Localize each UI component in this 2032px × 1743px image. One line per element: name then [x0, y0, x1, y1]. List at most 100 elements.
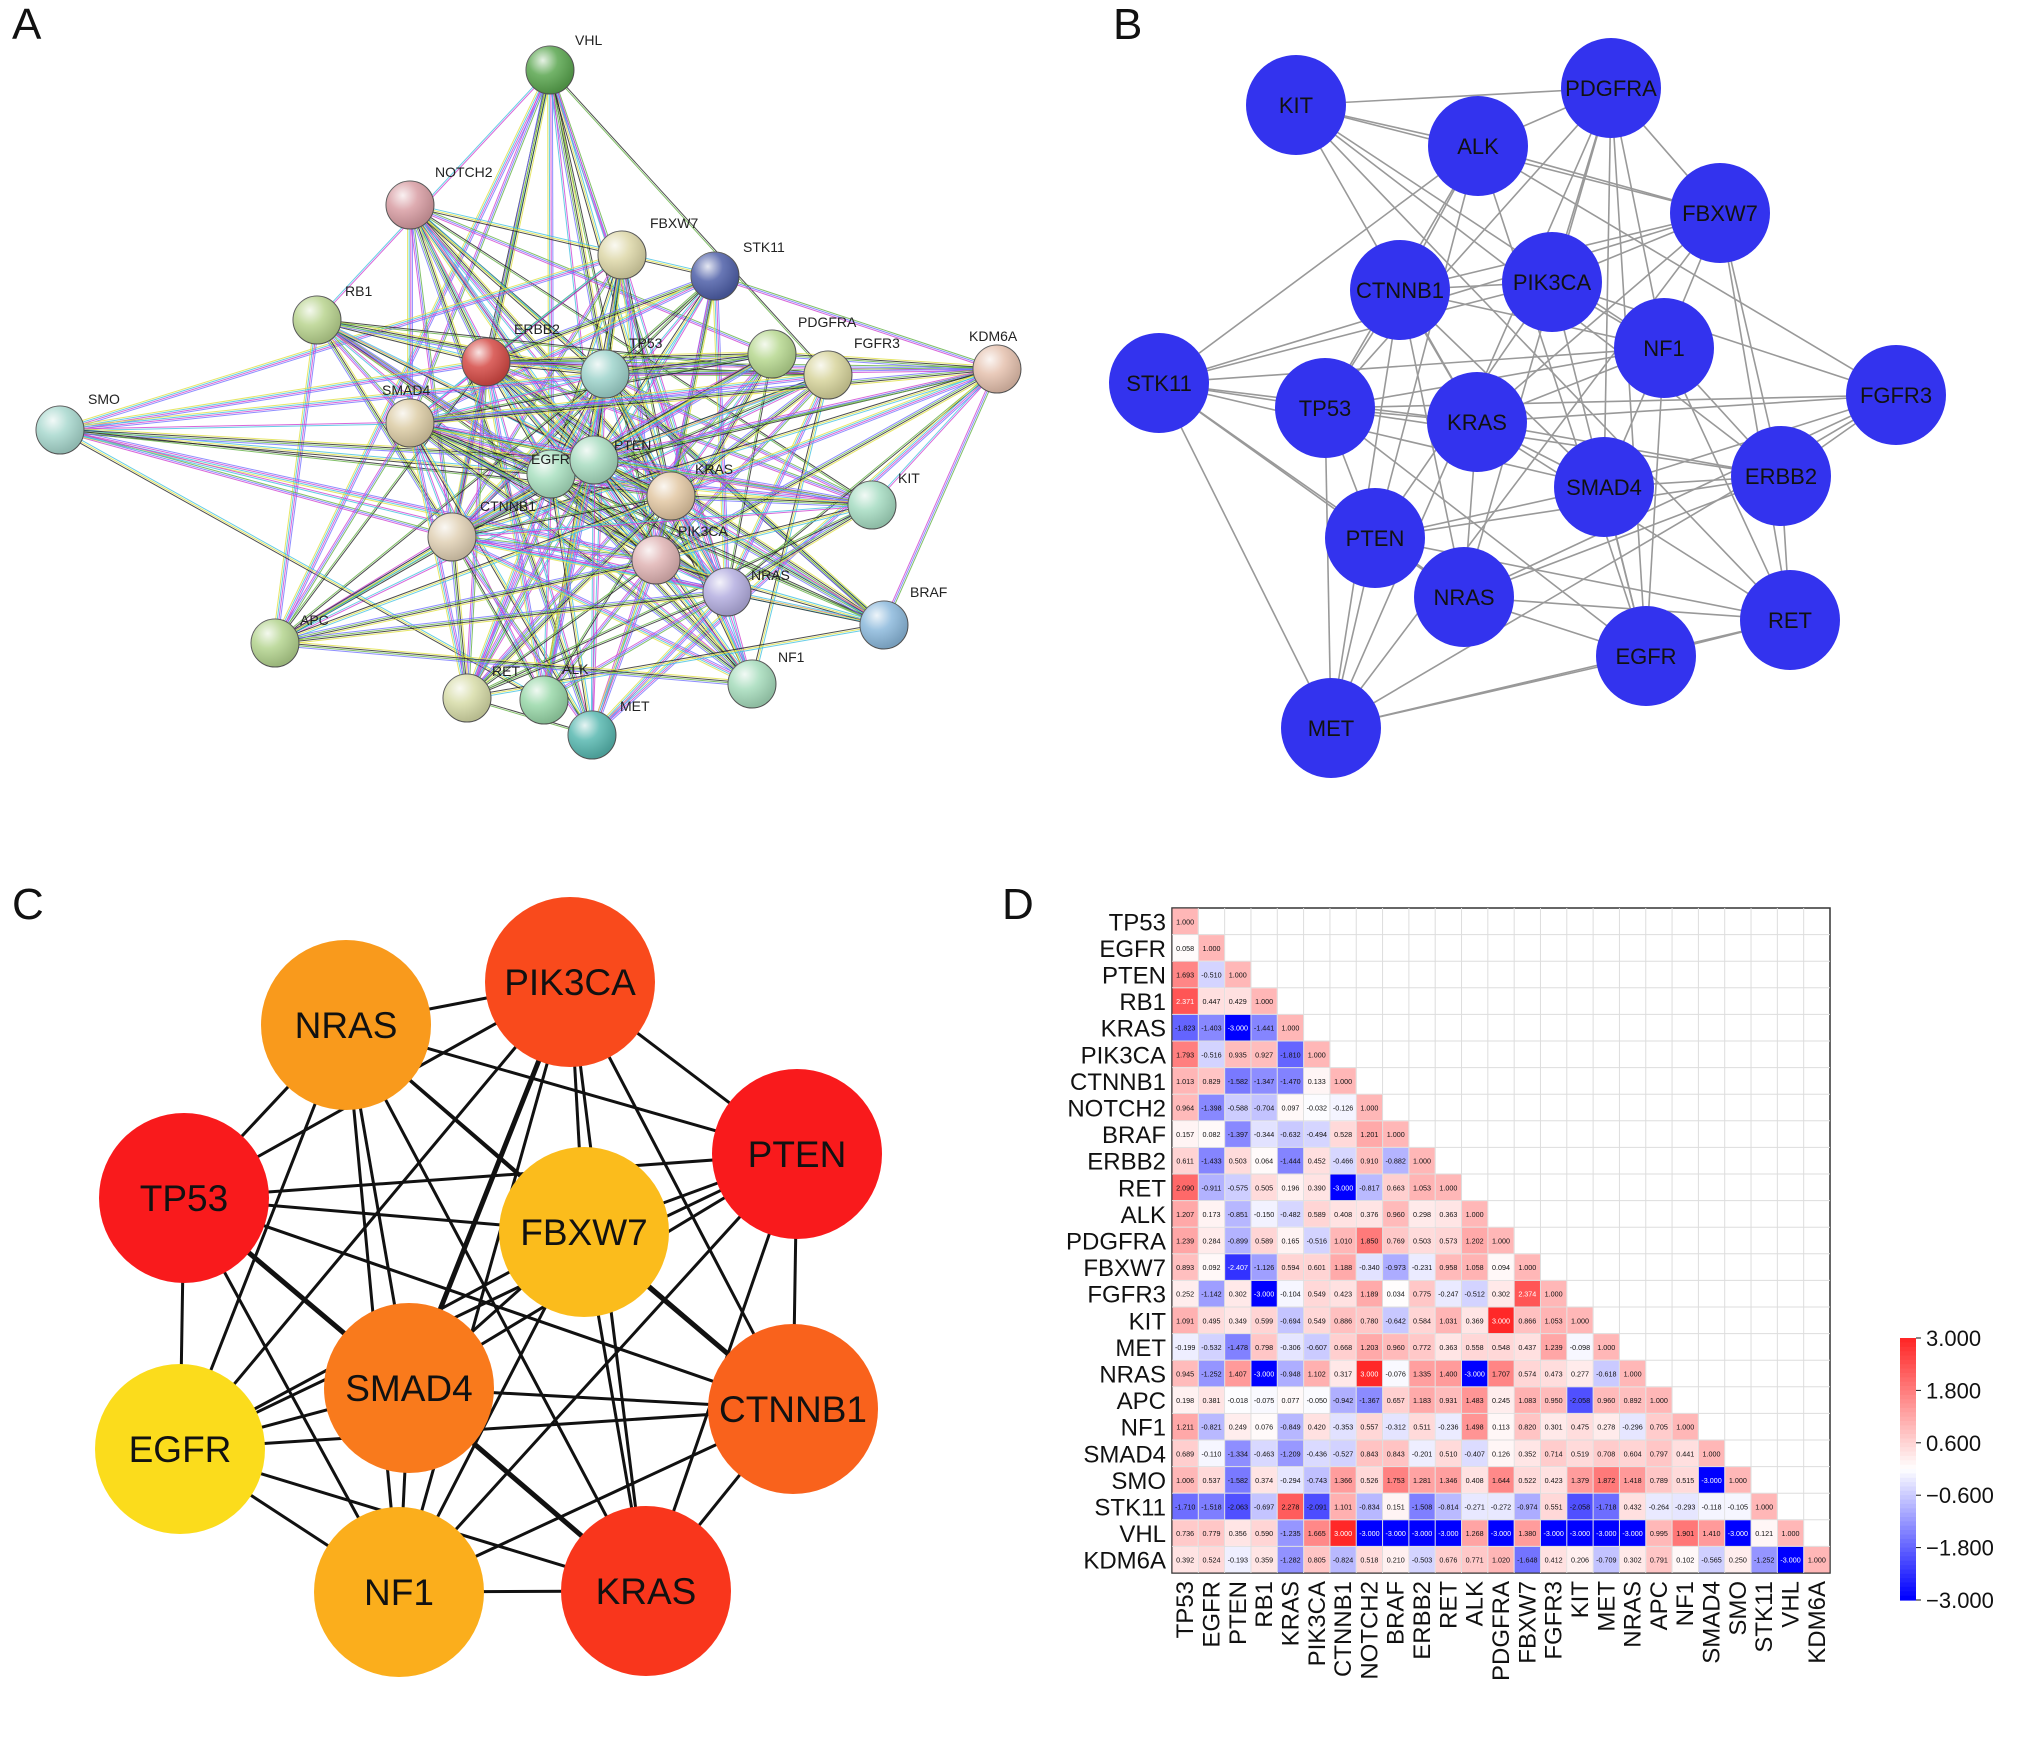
string-edge: [275, 375, 829, 645]
string-edge: [409, 204, 773, 355]
string-edge: [316, 319, 487, 363]
heatmap-cell: [1462, 1520, 1488, 1546]
heatmap-cell-value: -0.050: [1307, 1396, 1327, 1405]
heatmap-cell-value: 0.843: [1360, 1449, 1378, 1458]
heatmap-cell-value: 0.206: [1571, 1556, 1589, 1565]
legend-gradient-step: [1900, 1586, 1916, 1592]
string-edge: [542, 558, 656, 700]
hub-node-circle: [712, 1069, 882, 1239]
heatmap-cell-value: -0.353: [1333, 1423, 1353, 1432]
heatmap-cell-value: 0.249: [1229, 1423, 1247, 1432]
legend-gradient-step: [1900, 1451, 1916, 1457]
legend-gradient-step: [1900, 1525, 1916, 1531]
blue-edge: [1295, 104, 1791, 621]
string-edge: [272, 319, 316, 643]
heatmap-cell: [1198, 1121, 1225, 1147]
legend-gradient-step: [1900, 1355, 1916, 1361]
string-edge: [655, 367, 997, 560]
string-node-label: PDGFRA: [798, 314, 857, 330]
heatmap-cell-value: 1.083: [1518, 1396, 1536, 1405]
heatmap-cell: [1172, 1520, 1198, 1546]
heatmap-cell-value: -0.516: [1307, 1237, 1327, 1246]
heatmap-cell: [1514, 1334, 1540, 1360]
blue-node-label: FBXW7: [1682, 201, 1758, 226]
heatmap-cell-value: 0.663: [1387, 1183, 1405, 1192]
legend-gradient-step: [1900, 1407, 1916, 1413]
blue-edge: [1295, 104, 1665, 349]
heatmap-cell-value: 0.829: [1202, 1077, 1220, 1086]
string-node-label: RET: [492, 663, 520, 679]
heatmap-cell: [1198, 1280, 1225, 1307]
heatmap-cell-value: -0.018: [1228, 1396, 1248, 1405]
heatmap-cell-value: 1.189: [1360, 1290, 1378, 1299]
string-edge: [273, 421, 410, 643]
heatmap-cell-value: 0.584: [1413, 1316, 1431, 1325]
string-node-label: ERBB2: [514, 321, 560, 337]
legend-gradient-step: [1900, 1543, 1916, 1549]
hub-network-panel: NRASPIK3CAPTENTP53FBXW7SMAD4CTNNB1EGFRNF…: [95, 897, 882, 1677]
heatmap-cell-value: 0.515: [1676, 1476, 1694, 1485]
blue-node-met: MET: [1281, 678, 1381, 778]
heatmap-cell: [1172, 908, 1198, 935]
heatmap-cell-value: -1.718: [1596, 1503, 1616, 1512]
blue-edge: [1603, 87, 1612, 488]
heatmap-cell-value: 0.549: [1308, 1290, 1326, 1299]
string-edge: [672, 376, 830, 499]
string-node-label: RB1: [345, 283, 372, 299]
heatmap-cell: [1225, 1334, 1251, 1360]
heatmap-cell: [1646, 1387, 1672, 1413]
string-node-vhl: VHL: [525, 32, 602, 95]
heatmap-cell-value: 1.188: [1334, 1263, 1352, 1272]
heatmap-cell-value: 0.058: [1176, 944, 1194, 953]
heatmap-cell-value: 1.644: [1492, 1476, 1510, 1485]
heatmap-cell: [1593, 1520, 1619, 1546]
heatmap-cell-value: -3.000: [1491, 1529, 1511, 1538]
heatmap-cell-value: -1.367: [1359, 1396, 1379, 1405]
string-edge: [410, 421, 594, 735]
heatmap-cell-value: -0.824: [1333, 1556, 1353, 1565]
heatmap-cell-value: -1.347: [1254, 1077, 1274, 1086]
heatmap-cell: [1672, 1467, 1698, 1493]
hub-node-circle: [324, 1303, 494, 1473]
heatmap-cell: [1251, 1014, 1277, 1041]
blue-edge: [1158, 382, 1605, 488]
string-edge: [714, 275, 998, 370]
heatmap-cell-value: -1.444: [1280, 1157, 1300, 1166]
string-edge: [410, 204, 488, 362]
heatmap-cell: [1488, 1334, 1514, 1360]
heatmap-col-label: RET: [1435, 1581, 1462, 1629]
blue-edge: [1324, 407, 1647, 657]
heatmap-cell: [1462, 1493, 1488, 1520]
heatmap-col-label: PTEN: [1225, 1581, 1252, 1645]
heatmap-cell: [1330, 1307, 1356, 1334]
heatmap-cell: [1304, 1068, 1330, 1094]
string-edge: [589, 590, 726, 734]
string-node-label: NOTCH2: [435, 164, 493, 180]
heatmap-cell-value: 0.317: [1334, 1370, 1352, 1379]
heatmap-cell-value: 0.369: [1466, 1316, 1484, 1325]
heatmap-cell-value: -0.607: [1307, 1343, 1327, 1352]
heatmap-cell-value: -1.508: [1412, 1503, 1432, 1512]
string-node-met: MET: [567, 698, 650, 760]
blue-node-ctnnb1: CTNNB1: [1350, 240, 1450, 340]
string-edge: [452, 536, 469, 698]
heatmap-cell: [1356, 1280, 1383, 1307]
heatmap-cell-value: 0.432: [1624, 1503, 1642, 1512]
string-edge: [549, 70, 828, 376]
heatmap-cell: [1540, 1467, 1567, 1493]
heatmap-cell-value: -0.098: [1570, 1343, 1590, 1352]
hub-node-smad4: SMAD4: [324, 1303, 494, 1473]
string-edge: [593, 459, 873, 506]
string-node-highlight: [443, 674, 491, 722]
heatmap-cell-value: 0.250: [1729, 1556, 1747, 1565]
hub-edge: [183, 1152, 798, 1200]
heatmap-cell-value: 1.000: [1782, 1529, 1800, 1538]
heatmap-cell-value: 1.335: [1413, 1370, 1431, 1379]
heatmap-cell: [1330, 1254, 1356, 1280]
heatmap-cell: [1409, 1387, 1435, 1413]
string-edge: [450, 537, 467, 699]
legend-gradient-step: [1900, 1455, 1916, 1461]
heatmap-cell: [1304, 1360, 1330, 1387]
heatmap-cell-value: 0.522: [1518, 1476, 1536, 1485]
string-edge: [453, 70, 553, 538]
